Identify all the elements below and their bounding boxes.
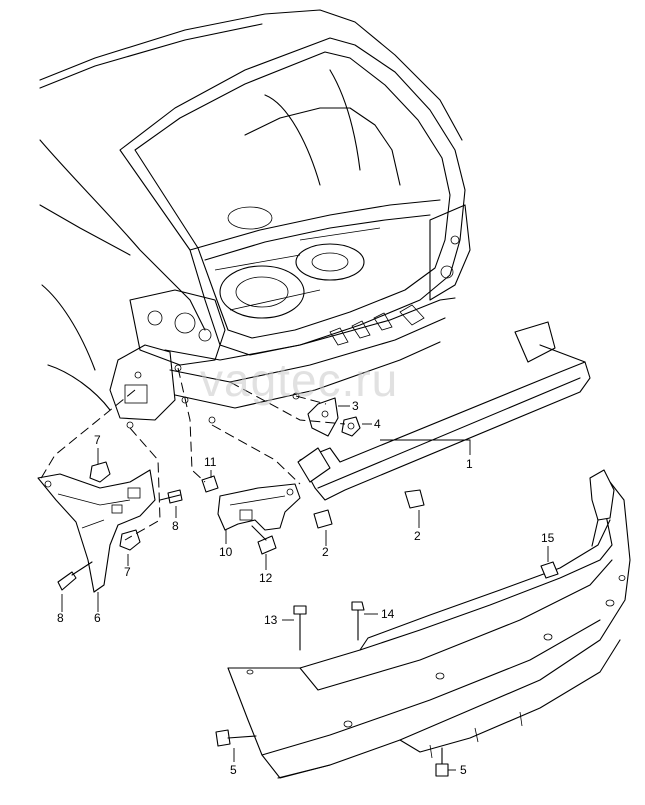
callout-1: 1: [466, 457, 473, 471]
screw-part-12: [251, 525, 277, 555]
center-bracket: [217, 483, 301, 531]
bumper-reinforcement: [297, 321, 591, 501]
assembly-lines: [39, 367, 346, 541]
callout-11: 11: [204, 455, 217, 469]
callout-2-right: 2: [414, 529, 421, 543]
callout-10: 10: [219, 545, 233, 559]
screw-part-5-left: [215, 729, 257, 747]
callout-15: 15: [541, 531, 555, 545]
screw-part-2-lower: [313, 509, 333, 529]
bumper-cover: [227, 469, 631, 779]
callout-8-center: 8: [172, 519, 179, 533]
bracket-part-3: [307, 397, 339, 437]
screw-part-14: [351, 601, 365, 641]
callout-14: 14: [381, 607, 395, 621]
screw-part-8-center: [159, 489, 183, 504]
left-side-bracket: [37, 469, 156, 593]
callout-6: 6: [94, 611, 101, 625]
callout-8-lower: 8: [57, 611, 64, 625]
callout-13: 13: [264, 613, 278, 627]
screw-part-5-bottom: [435, 747, 449, 777]
clip-part-7-lower: [119, 529, 141, 551]
callout-3: 3: [352, 399, 359, 413]
screw-part-11: [201, 475, 219, 493]
callout-5-left: 5: [230, 763, 237, 777]
clip-part-7-upper: [89, 461, 111, 483]
leader-lines: [61, 405, 549, 771]
callout-7-upper: 7: [94, 433, 101, 447]
nut-part-4: [341, 416, 361, 437]
callout-7-lower: 7: [124, 565, 131, 579]
callout-2-center: 2: [322, 545, 329, 559]
screw-part-2-right: [404, 489, 425, 509]
screw-part-8-lower: [57, 561, 93, 591]
car-body-rear: [39, 9, 471, 429]
nut-part-15: [540, 561, 559, 579]
callout-12: 12: [259, 571, 273, 585]
watermark-text: vagtec.ru: [200, 354, 398, 406]
screw-part-13: [293, 605, 307, 651]
callout-labels: 1 2 2 3 4 5 5 6 7 7 8 8 10 11 12 13 14 1…: [57, 399, 555, 777]
callout-4: 4: [374, 417, 381, 431]
callout-5-bottom: 5: [460, 763, 467, 777]
